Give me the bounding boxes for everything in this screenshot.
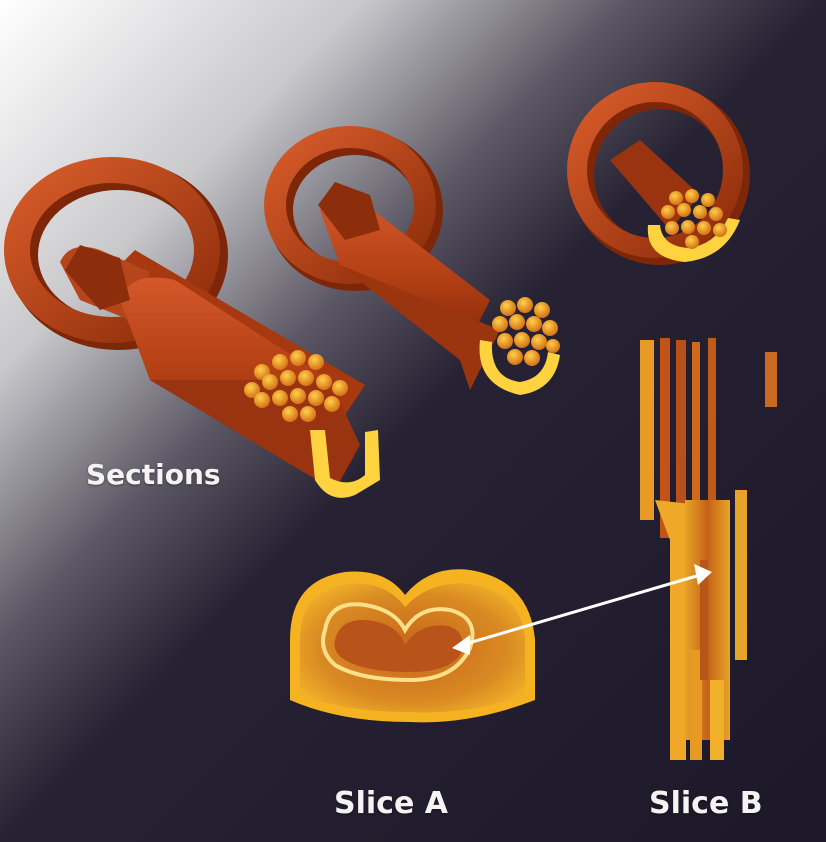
slice-a-image — [290, 569, 535, 722]
sections-label: Sections — [86, 458, 221, 491]
slice-b-label: Slice B — [649, 786, 763, 821]
slice-a-label: Slice A — [334, 786, 448, 821]
